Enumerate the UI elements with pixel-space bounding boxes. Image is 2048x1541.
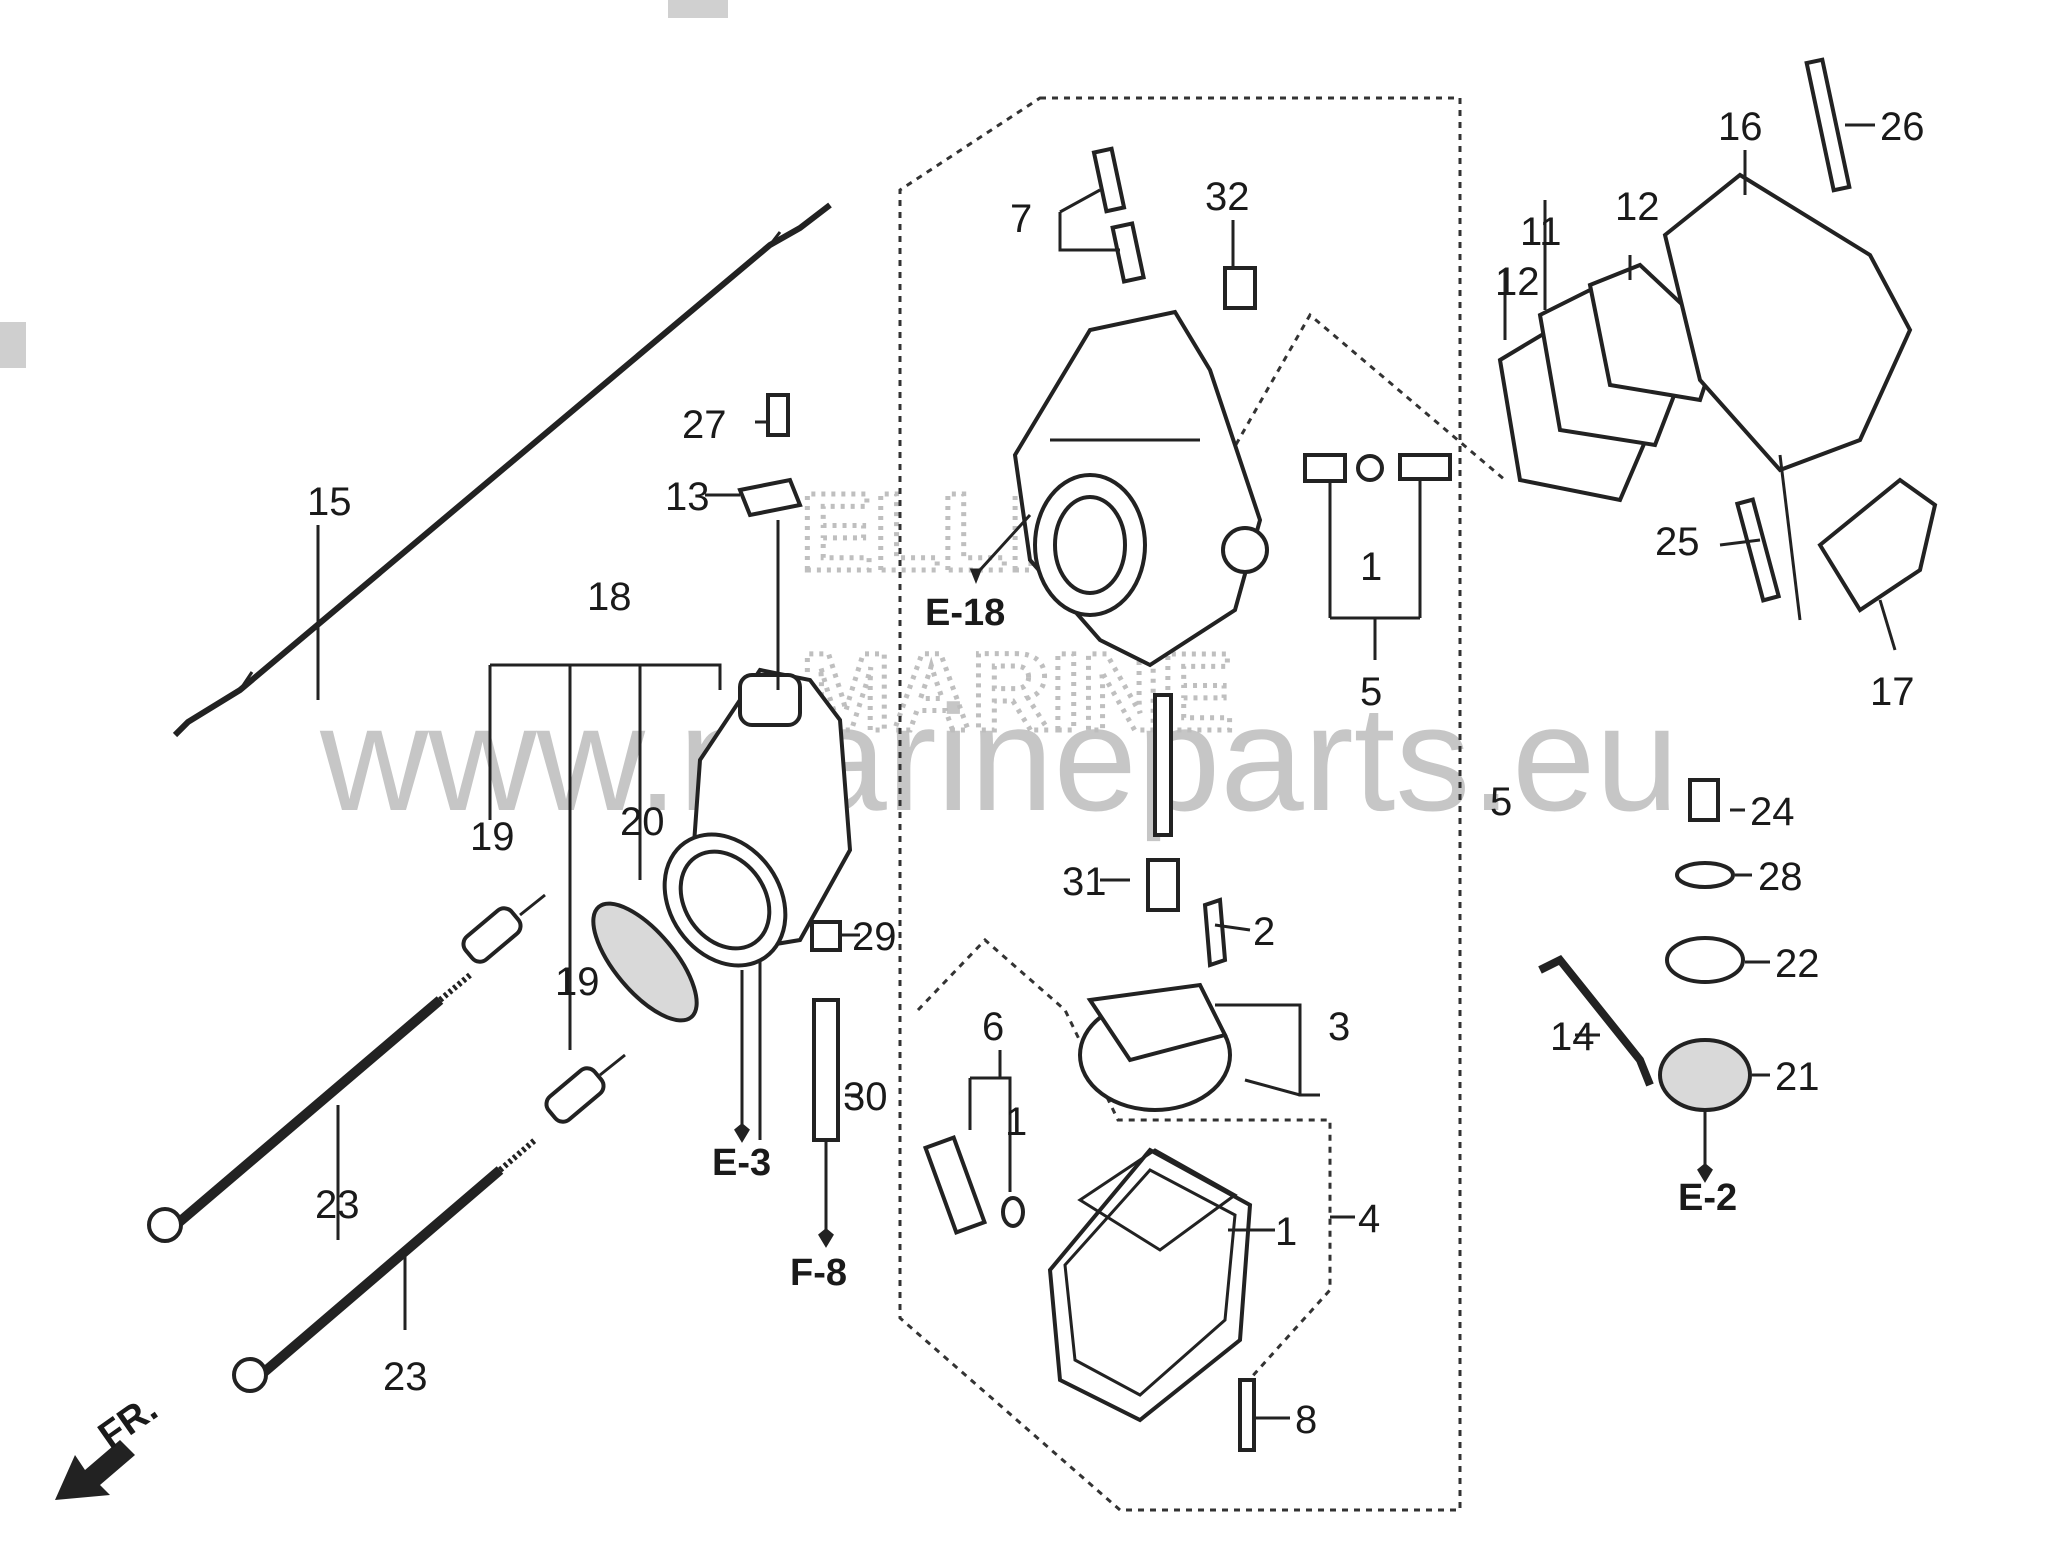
edge-mark-left	[0, 322, 26, 368]
edge-mark-top	[668, 0, 728, 18]
callout-16: 16	[1718, 105, 1763, 149]
throttle-stop-washer	[1356, 454, 1384, 482]
front-direction-indicator: FR.	[55, 1388, 165, 1500]
collar-lower-leader	[599, 1053, 626, 1077]
main-nozzle	[1153, 693, 1173, 837]
float-chamber	[1047, 1147, 1253, 1423]
pilot-screw	[1091, 146, 1127, 214]
section-references: E-18 E-3 F-8 E-2	[712, 568, 1737, 1294]
ref-f8: F-8	[790, 1252, 847, 1294]
carburetor-body	[1012, 309, 1269, 668]
spring-21	[1658, 1038, 1752, 1112]
bolt-27	[766, 393, 790, 437]
float-valve	[1202, 897, 1228, 968]
gasket-17	[1817, 477, 1938, 613]
callout-5: 5	[1490, 780, 1512, 824]
callout-23: 23	[383, 1355, 428, 1399]
callout-17: 17	[1870, 670, 1915, 714]
callout-26: 26	[1880, 105, 1925, 149]
throttle-stop-spring	[1303, 453, 1347, 483]
collar-lower	[544, 1066, 606, 1124]
callout-15: 15	[307, 480, 352, 524]
air-screen	[591, 901, 699, 1023]
callout-4: 4	[1358, 1197, 1380, 1241]
callout-27: 27	[682, 403, 727, 447]
callout-30: 30	[843, 1075, 888, 1119]
bolt-32	[1223, 266, 1257, 310]
callouts: 1 1 1 2 3 4 5 5 6 7 8 11 12 12 13 14 15 …	[307, 105, 1925, 1442]
callout-29: 29	[852, 915, 897, 959]
callout-8: 8	[1295, 1398, 1317, 1442]
callout-32: 32	[1205, 175, 1250, 219]
callout-12: 12	[1495, 260, 1540, 304]
inner-boundary-1	[1228, 312, 1506, 482]
carburetor-assembly-boundary	[898, 96, 1462, 1512]
ref-e2: E-2	[1678, 1177, 1737, 1219]
throttle-stop-screw	[1398, 453, 1452, 481]
callout-20: 20	[620, 800, 665, 844]
callout-25: 25	[1655, 520, 1700, 564]
callout-1: 1	[1005, 1100, 1027, 1144]
callout-24: 24	[1750, 790, 1795, 834]
stud-leader	[1778, 454, 1802, 621]
front-label: FR.	[91, 1388, 165, 1458]
bolt-25	[1734, 497, 1782, 603]
bolt-24	[1688, 778, 1720, 822]
callout-31: 31	[1062, 860, 1107, 904]
washer-28	[1675, 861, 1735, 889]
callout-23: 23	[315, 1183, 360, 1227]
pilot-spring	[1110, 221, 1146, 284]
callout-6: 6	[982, 1005, 1004, 1049]
callout-3: 3	[1328, 1005, 1350, 1049]
ref-e18: E-18	[925, 592, 1005, 634]
drain-screw-6	[922, 1135, 988, 1235]
choke-cable	[172, 202, 832, 738]
drain-bolt-8	[1238, 1378, 1256, 1452]
main-jet-31	[1146, 858, 1180, 912]
bolt-26	[1804, 57, 1852, 193]
stud-bolt-upper	[147, 972, 472, 1243]
tube-30	[812, 998, 840, 1142]
callout-11: 11	[1520, 210, 1562, 254]
inner-boundary-2	[916, 937, 1332, 1392]
stud-bolt-lower	[232, 1137, 537, 1393]
collar-upper-leader	[519, 893, 546, 917]
callout-19: 19	[555, 960, 600, 1004]
lever-14	[1538, 954, 1654, 1087]
callout-12: 12	[1615, 185, 1660, 229]
callout-28: 28	[1758, 855, 1803, 899]
callout-13: 13	[665, 475, 710, 519]
ref-e3: E-3	[712, 1142, 771, 1184]
callout-1: 1	[1360, 545, 1382, 589]
stay-bracket	[737, 477, 803, 518]
drain-washer	[1001, 1196, 1025, 1228]
collar-upper	[461, 906, 523, 964]
callout-18: 18	[587, 575, 632, 619]
callout-21: 21	[1775, 1055, 1820, 1099]
float	[1078, 982, 1301, 1112]
holder-22	[1665, 936, 1745, 984]
watermark-url: www.marineparts.eu	[319, 674, 1679, 842]
front-arrow-icon	[55, 1440, 135, 1500]
leader-lines	[316, 123, 1897, 1420]
callout-1: 1	[1275, 1210, 1297, 1254]
intake-manifold-16	[1662, 172, 1913, 473]
callout-5: 5	[1360, 670, 1382, 714]
watermark: ELLIOT MARINE www.marineparts.eu	[319, 469, 1679, 843]
callout-2: 2	[1253, 910, 1275, 954]
callout-19: 19	[470, 815, 515, 859]
callout-22: 22	[1775, 942, 1820, 986]
callout-7: 7	[1010, 197, 1032, 241]
callout-14: 14	[1550, 1015, 1595, 1059]
nut-29	[810, 920, 842, 952]
